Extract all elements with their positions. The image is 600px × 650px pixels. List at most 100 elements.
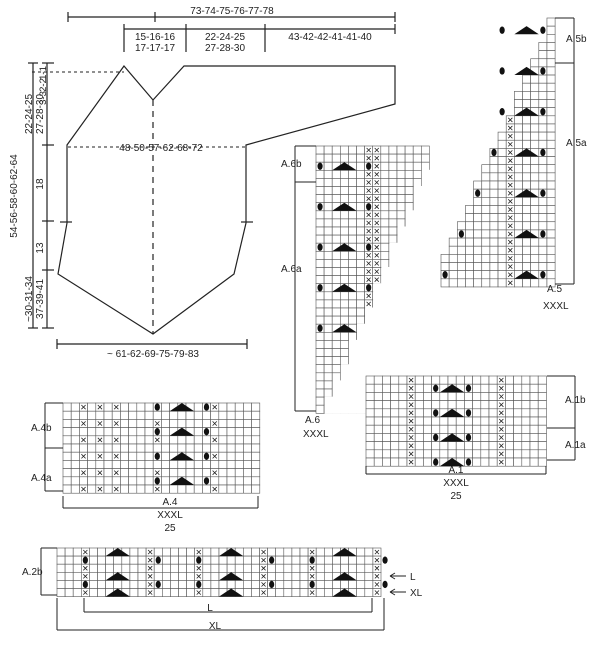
chart-cell: [538, 245, 548, 255]
chart-cell: [546, 123, 556, 133]
bobble-icon: [366, 162, 372, 170]
chart-cell: [95, 476, 105, 486]
chart-cell: [473, 180, 483, 190]
chart-cell: [388, 161, 398, 171]
chart-cell: [522, 172, 531, 182]
chart-cell: [546, 164, 556, 174]
chart-cell: [489, 205, 499, 214]
chart-cell: [497, 148, 507, 157]
chart-cell: [472, 392, 482, 401]
chart-cell: [144, 484, 154, 494]
chart-cell: [120, 427, 129, 437]
chart-cell: [226, 563, 236, 573]
chart-cell: [226, 476, 236, 486]
chart-cell: [546, 197, 556, 206]
cross-stitch-icon: [408, 451, 414, 457]
chart-cell: [356, 242, 365, 252]
chart-cell: [464, 449, 473, 459]
chart-cell: [315, 291, 325, 301]
chest-width-label: 48-50-57-62-68-72: [119, 143, 203, 154]
chart-cell: [315, 315, 325, 325]
chart-cell: [323, 323, 333, 333]
chart-cell: [472, 375, 482, 385]
chart-cell: [161, 468, 170, 478]
chart-cell: [315, 194, 325, 204]
chart-cell: [497, 188, 507, 198]
chart-cell: [185, 435, 195, 445]
chart-cell: [373, 392, 383, 401]
cross-stitch-icon: [374, 220, 380, 226]
cross-stitch-icon: [97, 437, 103, 443]
chart-cell: [546, 156, 556, 166]
chart-cell: [291, 580, 301, 589]
chart-cell: [339, 356, 349, 366]
chart-cell: [120, 460, 129, 469]
chart-cell: [103, 419, 113, 428]
chart-cell: [193, 402, 203, 412]
chart-cell: [103, 476, 113, 486]
a1-size: XXXL: [443, 478, 469, 489]
chart-cell: [538, 115, 548, 125]
chart-cell: [489, 237, 499, 247]
chart-cell: [546, 148, 556, 157]
chart-cell: [144, 476, 154, 486]
chart-cell: [323, 145, 333, 155]
chart-cell: [473, 197, 483, 206]
cross-stitch-icon: [507, 133, 513, 139]
chart-cell: [348, 267, 357, 276]
bobble-icon: [309, 556, 315, 564]
chart-cell: [414, 441, 424, 451]
chart-cell: [530, 123, 540, 133]
chart-cell: [331, 210, 341, 220]
chart-mask: [421, 169, 432, 179]
chart-cell: [251, 460, 261, 469]
chart-cell: [226, 427, 236, 437]
chart-cell: [465, 270, 474, 280]
cross-stitch-icon: [498, 451, 504, 457]
chart-cell: [537, 433, 547, 442]
decrease-triangle-icon: [439, 458, 465, 467]
chart-cell: [521, 441, 531, 451]
chart-cell: [529, 416, 539, 426]
chart-cell: [177, 443, 187, 453]
cross-stitch-icon: [97, 486, 103, 492]
a1a-label: A.1a: [565, 440, 586, 451]
chart-cell: [87, 468, 97, 478]
chart-cell: [456, 221, 466, 231]
cross-stitch-icon: [408, 394, 414, 399]
chart-cell: [396, 178, 406, 187]
chart-cell: [472, 400, 482, 410]
chart-cell: [72, 571, 82, 581]
chart-cell: [522, 74, 531, 84]
chart-cell: [472, 433, 482, 442]
yoke-depth-2: 27-28-30: [35, 94, 46, 134]
chart-cell: [136, 468, 146, 478]
cross-stitch-icon: [81, 437, 86, 443]
chart-cell: [380, 145, 390, 155]
chart-cell: [89, 563, 98, 573]
chart-cell: [456, 270, 466, 280]
chart-cell: [505, 449, 514, 459]
chart-cell: [178, 588, 187, 597]
cross-stitch-icon: [309, 565, 315, 571]
chart-cell: [396, 210, 406, 220]
chart-cell: [70, 402, 80, 412]
chart-cell: [373, 424, 383, 434]
chart-cell: [497, 131, 507, 141]
chart-cell: [522, 254, 531, 263]
chart-cell: [481, 278, 491, 288]
chart-cell: [380, 226, 390, 236]
chart-cell: [373, 433, 383, 442]
chart-cell: [529, 408, 539, 418]
chart-cell: [390, 383, 400, 393]
chart-cell: [97, 563, 106, 573]
cross-stitch-icon: [507, 182, 513, 188]
chart-cell: [70, 460, 80, 469]
chart-cell: [136, 443, 146, 453]
chart-cell: [522, 262, 531, 271]
chart-cell: [331, 275, 341, 285]
chart-cell: [210, 476, 220, 486]
chart-mask: [365, 315, 432, 325]
cross-stitch-icon: [374, 204, 380, 210]
chart-cell: [456, 278, 466, 288]
